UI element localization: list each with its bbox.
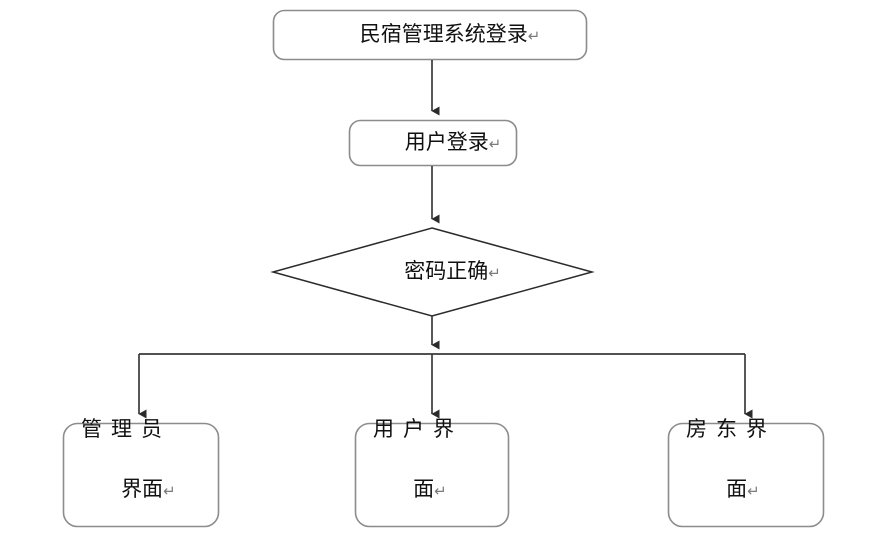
node-system-login-shape[interactable] <box>272 9 588 61</box>
node-landlord-interface-shape[interactable] <box>667 422 825 528</box>
node-password-correct-shape[interactable] <box>270 227 595 317</box>
node-user-interface-shape[interactable] <box>354 422 510 528</box>
node-admin-interface-shape[interactable] <box>62 422 220 528</box>
node-user-login-shape[interactable] <box>348 119 518 167</box>
